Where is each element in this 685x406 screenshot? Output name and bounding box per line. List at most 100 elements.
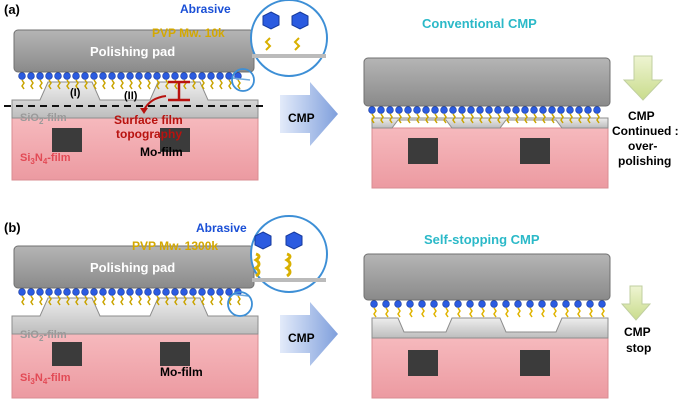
down-arrow-a xyxy=(622,55,664,101)
abrasive-particle-icon xyxy=(575,106,583,114)
abrasive-particle-icon xyxy=(63,288,71,296)
pvp-chain-icon xyxy=(587,113,591,124)
abrasive-particle-icon xyxy=(207,288,215,296)
note-a-line4: polishing xyxy=(618,154,671,168)
pvp-chain-icon xyxy=(452,113,456,124)
pvp-chain-icon-a1 xyxy=(264,37,272,51)
pvp-chain-icon xyxy=(577,307,581,318)
abrasive-particle-icon xyxy=(406,300,414,308)
abrasive-particle-icon xyxy=(54,72,62,80)
pvp-chain-icon xyxy=(21,295,25,306)
abrasive-row-a xyxy=(18,72,242,90)
abrasive-particle-icon xyxy=(225,288,233,296)
pvp-chain-icon xyxy=(470,113,474,124)
abrasive-particle-icon xyxy=(90,288,98,296)
si3n4-label-b: Si3N4-film xyxy=(20,372,71,386)
conventional-cmp-title: Conventional CMP xyxy=(422,16,537,31)
cmp-arrow-b xyxy=(280,302,338,366)
abrasive-particle-icon xyxy=(144,72,152,80)
pvp-chain-icon xyxy=(589,307,593,318)
pvp-chain-icon xyxy=(524,113,528,124)
pvp-chain-icon xyxy=(533,113,537,124)
pvp-chain-icon xyxy=(541,307,545,318)
abrasive-particle-icon xyxy=(404,106,412,114)
abrasive-particle-icon xyxy=(466,300,474,308)
mo-film-block-a2 xyxy=(160,128,190,152)
abrasive-particle-icon xyxy=(216,72,224,80)
pvp-chain-icon xyxy=(165,295,169,306)
abrasive-particle-icon xyxy=(395,106,403,114)
pvp-chain-icon xyxy=(156,295,160,306)
pvp-chain-icon xyxy=(138,79,142,90)
pvp-chain-icon xyxy=(497,113,501,124)
abrasive-particle-icon xyxy=(526,300,534,308)
pvp-chain-icon xyxy=(407,113,411,124)
pvp-chain-icon xyxy=(481,307,485,318)
pvp-chain-icon xyxy=(102,295,106,306)
mo-film-block-b1 xyxy=(52,342,82,366)
note-b-line2: stop xyxy=(626,341,651,355)
pvp-chain-icon xyxy=(596,113,600,124)
pvp-chain-icon xyxy=(201,79,205,90)
pvp-chain-icon xyxy=(57,79,61,90)
mo-film-label-a: Mo-film xyxy=(140,145,183,159)
abrasive-particle-icon xyxy=(189,288,197,296)
down-arrow-b xyxy=(620,285,652,321)
abrasive-particle-icon xyxy=(548,106,556,114)
pvp-chain-icon xyxy=(201,295,205,306)
abrasive-particle-icon xyxy=(430,300,438,308)
pvp-chain-icon xyxy=(409,307,413,318)
pvp-chain-icon xyxy=(385,307,389,318)
abrasive-particle-icon xyxy=(198,72,206,80)
abrasive-particle-icon xyxy=(54,288,62,296)
abrasive-particle-icon xyxy=(503,106,511,114)
abrasive-particle-icon xyxy=(117,288,125,296)
abrasive-particle-icon xyxy=(490,300,498,308)
abrasive-particle-icon xyxy=(81,72,89,80)
pvp-chain-icon xyxy=(479,113,483,124)
pvp-chain-icon xyxy=(93,295,97,306)
pvp-chain-icon xyxy=(111,295,115,306)
pvp-chain-icon xyxy=(129,295,133,306)
pvp-chain-icon xyxy=(517,307,521,318)
abrasive-particle-icon xyxy=(593,106,601,114)
pvp-chain-icon xyxy=(66,79,70,90)
abrasive-particle-icon xyxy=(584,106,592,114)
abrasive-particle-icon xyxy=(598,300,606,308)
pvp-chain-icon xyxy=(75,295,79,306)
mo-film-block-b4 xyxy=(520,350,550,376)
abrasive-particle-icon xyxy=(539,106,547,114)
pvp-chain-icon xyxy=(21,79,25,90)
pvp-chain-icon xyxy=(129,79,133,90)
panel-a-result-schematic xyxy=(363,55,664,189)
pvp-chain-icon xyxy=(84,79,88,90)
surface-topography-label-line2: topography xyxy=(116,127,182,141)
abrasive-particle-icon xyxy=(18,288,26,296)
pvp-chain-icon xyxy=(578,113,582,124)
pvp-chain-icon xyxy=(174,295,178,306)
pvp-chain-icon xyxy=(219,79,223,90)
pvp-chain-icon xyxy=(39,295,43,306)
abrasive-label-a: Abrasive xyxy=(180,2,231,16)
abrasive-particle-icon xyxy=(440,106,448,114)
abrasive-particle-icon-a1 xyxy=(262,11,280,30)
sio2-film-b-result xyxy=(371,317,609,339)
abrasive-particle-icon xyxy=(72,288,80,296)
pvp-chain-icon xyxy=(493,307,497,318)
pvp-chain-icon xyxy=(506,113,510,124)
pvp-chain-icon xyxy=(565,307,569,318)
pvp-chain-icon-b1 xyxy=(253,252,261,278)
abrasive-particle-icon xyxy=(454,300,462,308)
pvp-chain-icon xyxy=(84,295,88,306)
pvp-chain-icon xyxy=(219,295,223,306)
abrasive-particle-icon xyxy=(586,300,594,308)
note-a-line2: Continued : xyxy=(612,124,679,138)
pvp-label-a: PVP Mw. 10k xyxy=(152,26,225,40)
abrasive-particle-icon xyxy=(36,288,44,296)
mo-film-block-a1 xyxy=(52,128,82,152)
panel-b-left-schematic xyxy=(11,245,259,399)
abrasive-particle-icon-b1 xyxy=(254,231,272,250)
pvp-chain-icon xyxy=(93,79,97,90)
pvp-chain-icon xyxy=(601,307,605,318)
pvp-chain-icon-a2 xyxy=(293,37,301,51)
